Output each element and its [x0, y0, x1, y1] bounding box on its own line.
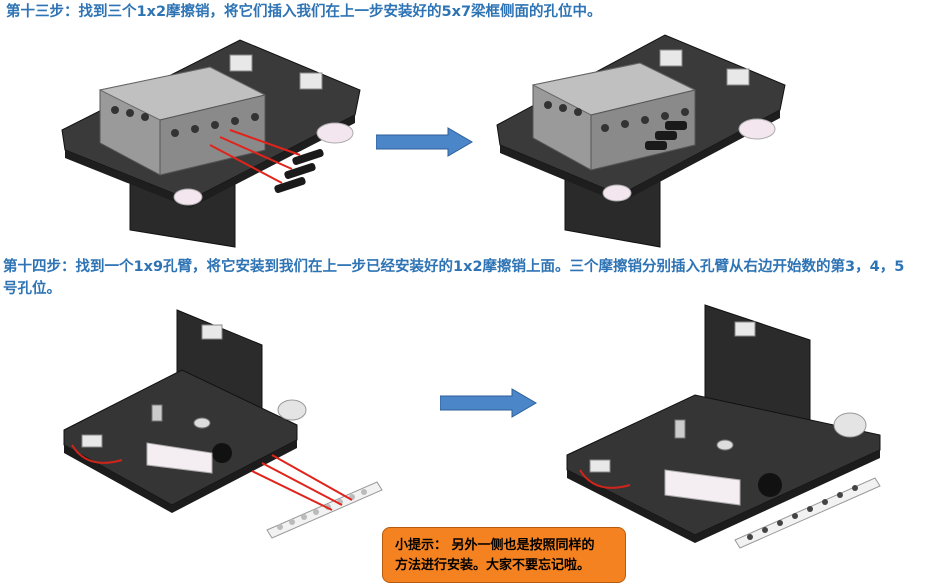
right-arrow-icon: [440, 388, 537, 418]
step14-before-illustration: [63, 309, 383, 539]
tip-box: 小提示： 另外一侧也是按照同样的 方法进行安装。大家不要忘记啦。: [382, 527, 626, 583]
step14-after-illustration: [566, 304, 881, 549]
tip-line-1: 小提示： 另外一侧也是按照同样的: [395, 538, 595, 553]
step13-before-illustration: [61, 39, 361, 248]
step13-instruction: 第十三步：找到三个1x2摩擦销，将它们插入我们在上一步安装好的5x7梁框侧面的孔…: [6, 4, 602, 20]
step14-instruction: 第十四步：找到一个1x9孔臂，将它安装到我们在上一步已经安装好的1x2摩擦销上面…: [3, 259, 905, 297]
step13-after-illustration: [496, 34, 786, 248]
tip-line-2: 方法进行安装。大家不要忘记啦。: [395, 558, 591, 573]
right-arrow-icon: [376, 127, 473, 157]
